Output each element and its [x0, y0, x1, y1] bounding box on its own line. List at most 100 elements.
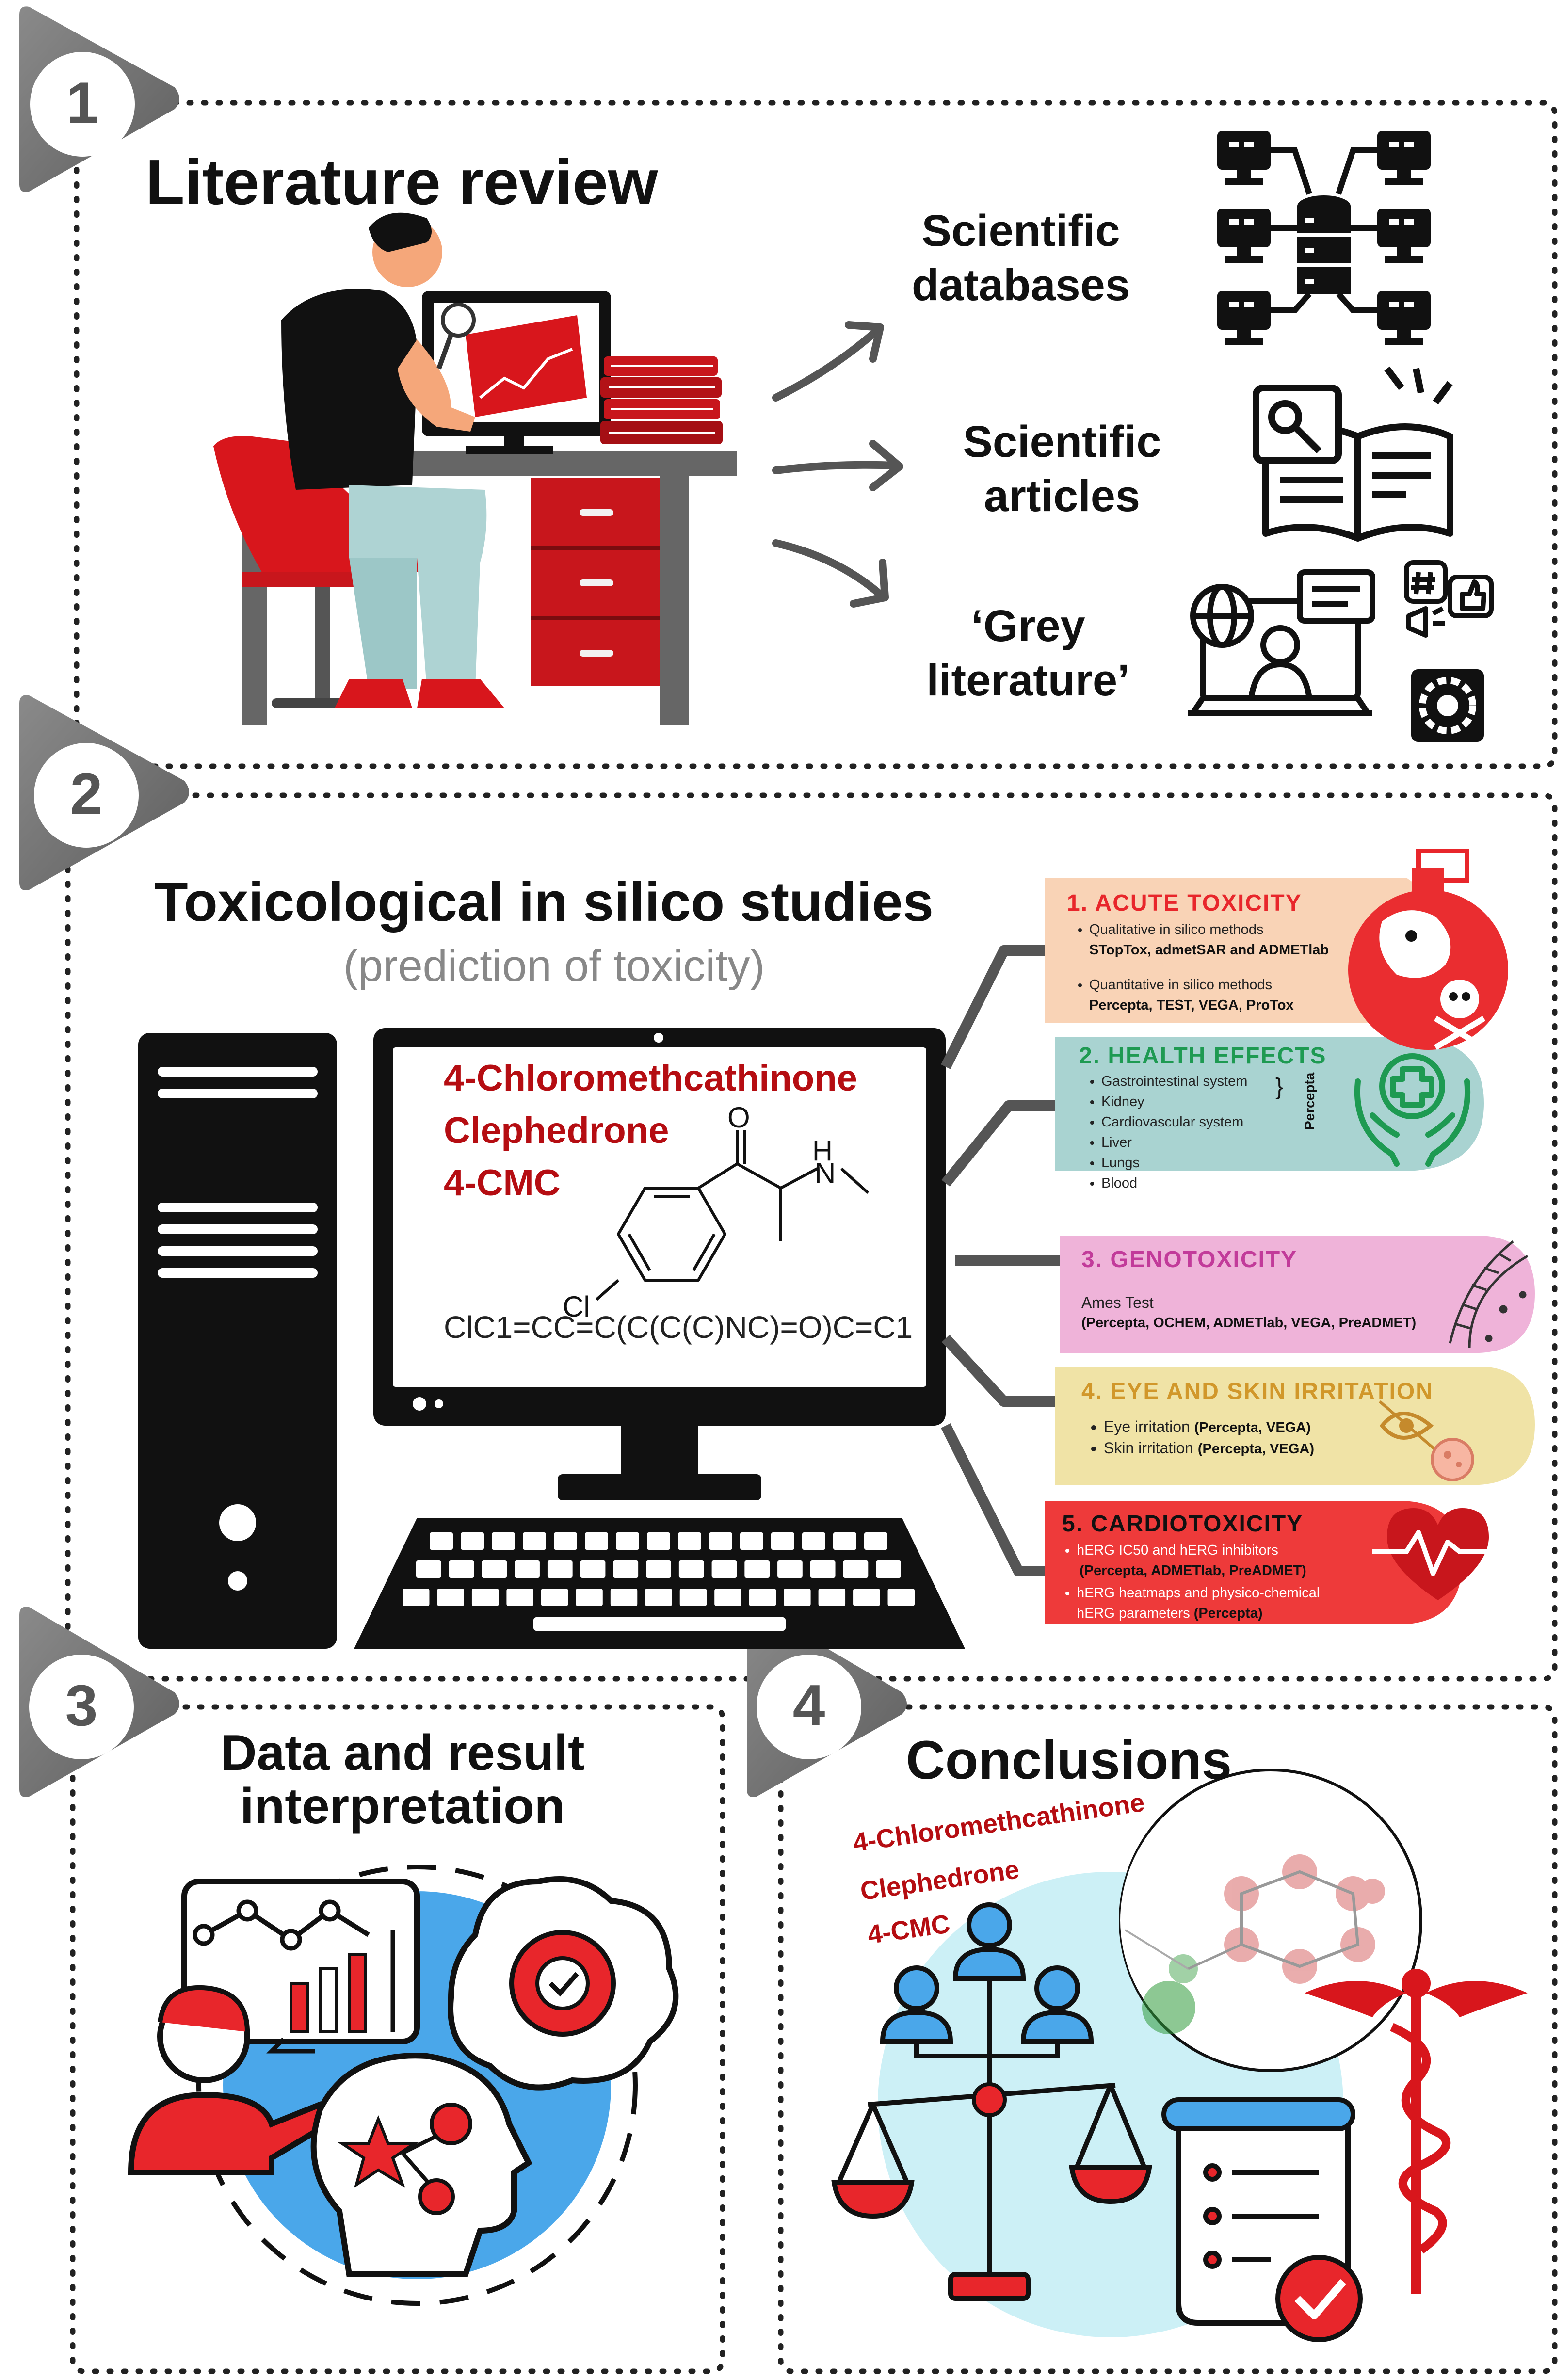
social-media-icon — [1404, 560, 1494, 638]
source-grey-line2: literature’ — [926, 656, 1130, 705]
eye-skin-icon — [1379, 1400, 1474, 1481]
health-effects-title: 2. HEALTH EFFECTS — [1079, 1043, 1327, 1069]
atom-oxygen: O — [727, 1101, 750, 1134]
genotoxicity-tools: (Percepta, OCHEM, ADMETlab, VEGA, PreADM… — [1081, 1315, 1417, 1331]
genotoxicity-ames-test: Ames Test — [1081, 1294, 1154, 1311]
keyboard-key — [506, 1589, 533, 1606]
section-2-subtitle: (prediction of toxicity) — [343, 941, 765, 991]
atom-chlorine: Cl — [563, 1290, 590, 1323]
keyboard-icon — [354, 1518, 965, 1649]
source-arrows — [772, 321, 903, 608]
keyboard-key — [646, 1560, 671, 1578]
health-panel-bg — [1055, 1037, 1484, 1171]
keyboard-key — [740, 1532, 763, 1550]
source-grey-literature-label: ‘Grey literature’ — [892, 599, 1164, 708]
keyboard-key — [554, 1532, 577, 1550]
keyboard-key — [679, 1589, 707, 1606]
skin-irritation-item: Skin irritation (Percepta, VEGA) — [1104, 1438, 1434, 1459]
cardio-herg-parameters-label: hERG parameters — [1077, 1606, 1190, 1621]
section-3-number: 3 — [65, 1673, 98, 1738]
keyboard-key — [876, 1560, 901, 1578]
section-1-border — [74, 100, 1558, 769]
section-1-number: 1 — [66, 70, 99, 135]
source-databases-line2: databases — [911, 260, 1130, 310]
compound-name-3: 4-CMC — [444, 1162, 561, 1204]
keyboard-key — [437, 1589, 464, 1606]
keyboard-key — [471, 1589, 499, 1606]
keyboard-key — [833, 1532, 856, 1550]
keyboard-key — [711, 1560, 737, 1578]
skin-irritation-label: Skin irritation — [1104, 1439, 1193, 1457]
database-network-icon — [1217, 131, 1431, 345]
keyboard-key — [678, 1532, 701, 1550]
dna-icon — [1449, 1240, 1529, 1349]
data-interpretation-illustration — [128, 1865, 679, 2306]
source-databases-line1: Scientific — [921, 206, 1120, 256]
genotoxicity-title: 3. GENOTOXICITY — [1081, 1247, 1298, 1272]
section-4-number: 4 — [792, 1673, 825, 1738]
health-effects-panel: 2. HEALTH EFFECTS Gastrointestinal syste… — [1079, 1043, 1326, 1193]
keyboard-key — [416, 1560, 441, 1578]
section-4-border — [778, 1704, 1558, 2374]
online-presentation-icon — [1188, 569, 1375, 716]
keyboard-key — [461, 1532, 484, 1550]
keyboard-key — [613, 1560, 639, 1578]
keyboard-key — [744, 1560, 770, 1578]
keyboard-key — [610, 1589, 638, 1606]
cardiotoxicity-title: 5. CARDIOTOXICITY — [1062, 1511, 1304, 1537]
cardio-herg-parameters: hERG parameters (Percepta) — [1062, 1603, 1320, 1624]
keyboard-key — [645, 1589, 672, 1606]
keyboard-key — [616, 1532, 639, 1550]
acute-quantitative-tools: Percepta, TEST, VEGA, ProTox — [1089, 997, 1294, 1013]
section-3-title-line1: Data and result — [220, 1725, 585, 1781]
keyboard-key — [678, 1560, 704, 1578]
eye-irritation-label: Eye irritation — [1104, 1418, 1190, 1435]
acute-qualitative-tools: STopTox, admetSAR and ADMETlab — [1089, 942, 1329, 958]
health-item-6: Blood — [1101, 1173, 1326, 1193]
section-3-border — [70, 1704, 725, 2374]
health-item-1: Gastrointestinal system — [1101, 1071, 1326, 1092]
keyboard-key — [887, 1589, 915, 1606]
flask-skull-icon — [1348, 849, 1508, 1050]
acute-quantitative-line: Quantitative in silico methods — [1089, 975, 1329, 995]
badge-1 — [19, 6, 179, 192]
badge-3 — [19, 1607, 179, 1797]
keyboard-key — [709, 1532, 732, 1550]
section-3-title-line2: interpretation — [240, 1778, 565, 1834]
keyboard-key — [864, 1532, 887, 1550]
keyboard-key — [749, 1589, 776, 1606]
section-2-number: 2 — [70, 761, 103, 826]
compound-name-2: Clephedrone — [444, 1110, 669, 1151]
keyboard-key — [580, 1560, 606, 1578]
keyboard-key — [523, 1532, 546, 1550]
cardio-herg-parameters-tools: (Percepta) — [1193, 1606, 1263, 1621]
section-1-title: Literature review — [145, 146, 658, 218]
keyboard-key — [541, 1589, 568, 1606]
health-item-3: Cardiovascular system — [1101, 1112, 1326, 1132]
health-brace: } — [1275, 1074, 1284, 1100]
eye-skin-irritation-panel: 4. EYE AND SKIN IRRITATION Eye irritatio… — [1081, 1378, 1434, 1459]
cardiotoxicity-panel: 5. CARDIOTOXICITY hERG IC50 and hERG inh… — [1062, 1511, 1320, 1624]
conclusions-illustration — [831, 1769, 1528, 2342]
keyboard-key — [843, 1560, 869, 1578]
keyboard-key — [647, 1532, 670, 1550]
compound-names: 4-Chloromethcathinone Clephedrone 4-CMC — [444, 1052, 857, 1209]
keyboard-key — [784, 1589, 811, 1606]
health-care-hands-icon — [1354, 1053, 1471, 1167]
geno-panel-bg — [1060, 1236, 1535, 1353]
source-databases-label: Scientific databases — [878, 204, 1164, 312]
source-articles-line1: Scientific — [963, 417, 1161, 466]
cardio-herg-heatmaps: hERG heatmaps and physico-chemical — [1077, 1583, 1320, 1603]
health-tool-label: Percepta — [1302, 1072, 1317, 1130]
keyboard-key — [576, 1589, 603, 1606]
keyboard-key — [802, 1532, 825, 1550]
keyboard-key — [430, 1532, 453, 1550]
cardio-herg-tools: (Percepta, ADMETlab, PreADMET) — [1080, 1563, 1306, 1578]
4cmc-molecule-structure — [596, 1130, 870, 1301]
acute-toxicity-panel: 1. ACUTE TOXICITY Qualitative in silico … — [1067, 890, 1329, 1015]
keyboard-key — [777, 1560, 803, 1578]
eye-panel-bg — [1055, 1367, 1535, 1485]
keyboard-key — [771, 1532, 794, 1550]
